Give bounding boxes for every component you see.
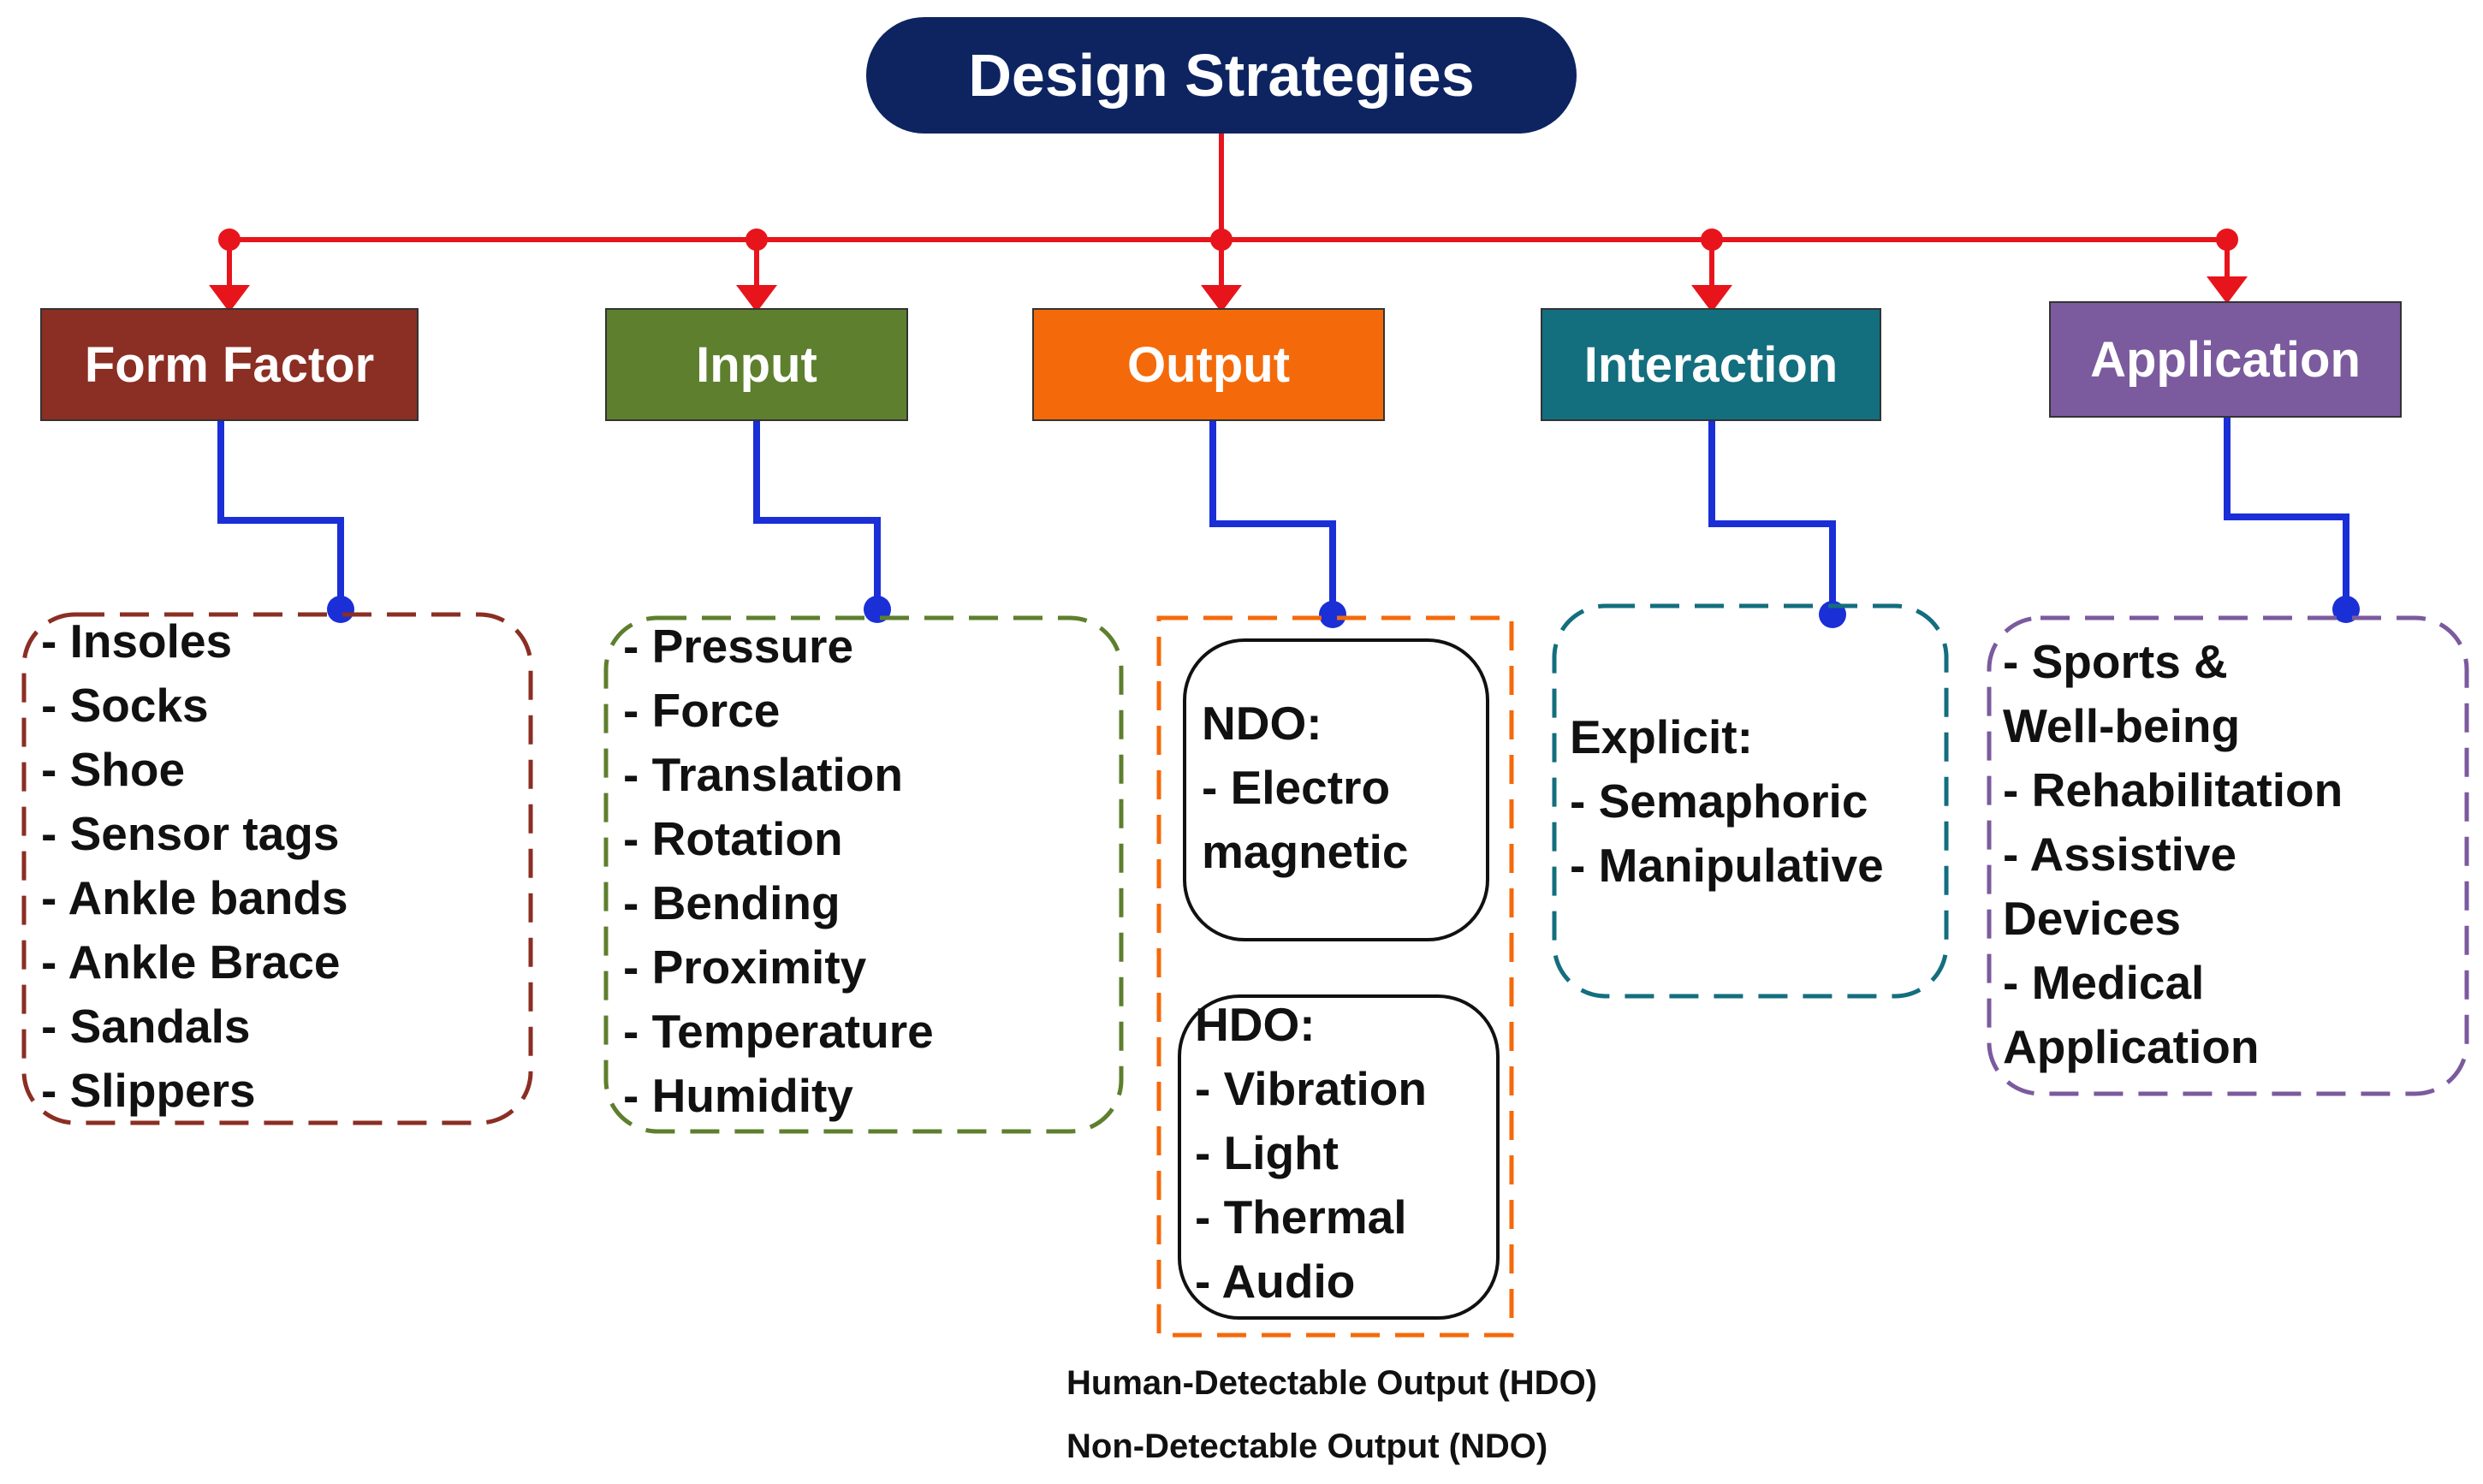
list-item: Devices [2003,892,2181,945]
list-item: - Force [623,684,781,737]
explicit-title: Explicit: [1570,710,1753,763]
design-strategies-node: Design Strategies [866,17,1577,134]
list-item: - Thermal [1195,1190,1407,1244]
top-connectors [209,134,2248,312]
list-item: - Vibration [1195,1062,1427,1115]
arrow-input [736,285,777,312]
dot-output [1319,601,1346,628]
list-item: - Sports & [2003,635,2228,688]
category-label-input: Input [696,336,817,393]
input-list: - Pressure - Force - Translation - Rotat… [623,614,934,1128]
list-item: - Slippers [41,1064,256,1117]
frame-form-factor [21,612,533,1125]
list-item: - Shoe [41,743,186,796]
elbow-output [1209,421,1336,614]
frame-interaction [1552,603,1949,999]
frame-application [1987,615,2469,1096]
arrow-output [1201,285,1242,312]
list-item: magnetic [1202,825,1409,878]
list-item: - Rehabilitation [2003,763,2343,816]
frame-input [603,615,1124,1134]
hdo-title: HDO: [1195,998,1316,1051]
category-label-interaction: Interaction [1583,336,1838,393]
list-item: - Sensor tags [41,807,340,860]
category-label-form-factor: Form Factor [84,336,375,393]
ndo-list: NDO: - Electro magnetic [1202,692,1408,884]
category-output: Output [1032,308,1385,421]
list-item: - Sandals [41,1000,251,1053]
elbow-input [753,421,881,609]
form-factor-list: - Insoles - Socks - Shoe - Sensor tags -… [41,609,348,1123]
list-item: - Medical [2003,956,2205,1009]
list-item: - Socks [41,679,209,732]
list-item: - Ankle Brace [41,935,341,988]
list-item: - Proximity [623,941,867,994]
category-interaction: Interaction [1541,308,1881,421]
frame-output [1156,615,1514,1338]
elbow-form-factor [217,421,344,609]
list-item: - Pressure [623,620,854,673]
category-label-application: Application [2090,331,2361,388]
category-label-output: Output [1126,336,1291,393]
interaction-list: Explicit: - Semaphoric - Manipulative [1570,705,1884,898]
arrow-interaction [1691,285,1732,312]
list-item: - Light [1195,1126,1339,1179]
list-item: Application [2003,1020,2260,1073]
list-item: - Rotation [623,812,843,865]
list-item: - Assistive [2003,828,2237,881]
list-item: - Audio [1195,1255,1356,1308]
list-item: Well-being [2003,699,2241,752]
legend-hdo: Human-Detectable Output (HDO) [1066,1364,1597,1402]
list-item: - Semaphoric [1570,775,1868,828]
category-form-factor: Form Factor [40,308,419,421]
category-input: Input [605,308,908,421]
arrow-form-factor [209,285,250,312]
elbow-interaction [1708,421,1836,614]
list-item: - Ankle bands [41,871,348,924]
elbow-application [2224,418,2349,609]
list-item: - Insoles [41,614,233,668]
list-item: - Manipulative [1570,839,1884,892]
list-item: - Electro [1202,761,1391,814]
list-item: - Temperature [623,1005,934,1058]
list-item: - Bending [623,876,841,929]
legend-ndo: Non-Detectable Output (NDO) [1066,1428,1548,1465]
hdo-list: HDO: - Vibration - Light - Thermal - Aud… [1195,993,1427,1314]
root-label: Design Strategies [968,42,1475,109]
ndo-title: NDO: [1202,697,1322,750]
list-item: - Translation [623,748,903,801]
ndo-box [1183,638,1489,941]
list-item: - Humidity [623,1069,853,1122]
category-application: Application [2049,301,2402,418]
arrow-application [2207,276,2248,304]
application-list: - Sports & Well-being - Rehabilitation -… [2003,630,2343,1079]
hdo-box [1178,994,1500,1320]
down-connectors [217,418,2349,614]
